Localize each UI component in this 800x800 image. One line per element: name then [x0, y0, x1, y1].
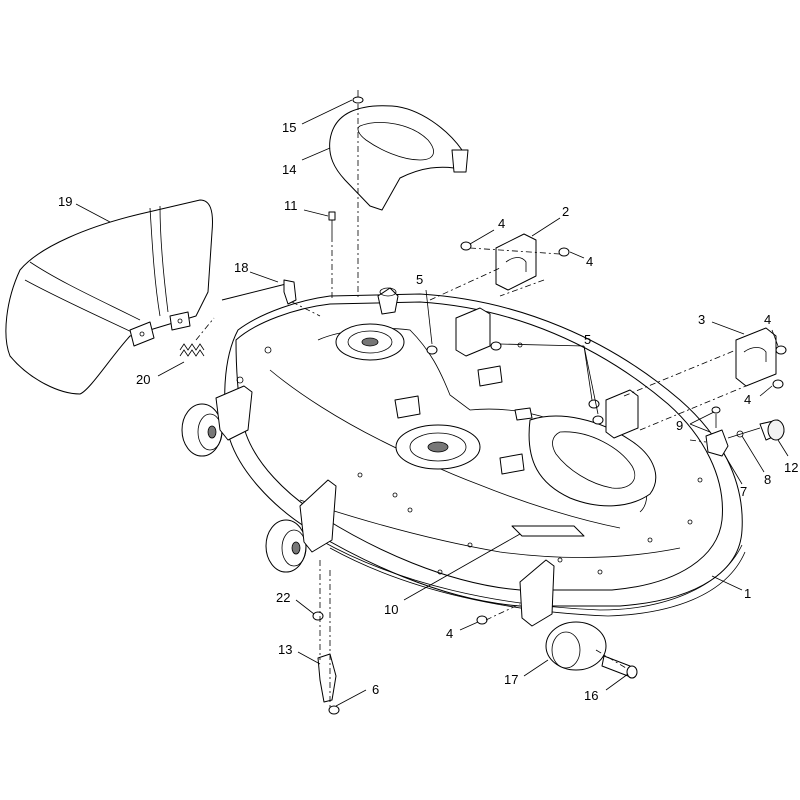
rear-caster-wheel: [181, 385, 253, 457]
hex-nuts-4: [460, 241, 787, 625]
callout-4d: 4: [744, 392, 751, 407]
wash-port-assembly: [705, 406, 785, 457]
clevis-pins-5: [426, 341, 604, 425]
callout-11: 11: [284, 198, 298, 213]
assembly-centerlines: [195, 104, 747, 708]
hex-nut-15: [352, 90, 364, 104]
callout-1: 1: [744, 586, 751, 601]
callout-17: 17: [504, 672, 518, 687]
discharge-chute: [5, 199, 213, 395]
callout-15: 15: [282, 120, 296, 135]
callout-4a: 4: [498, 216, 505, 231]
callout-14: 14: [282, 162, 296, 177]
callout-16: 16: [584, 688, 598, 703]
callout-2: 2: [562, 204, 569, 219]
callout-labels: 1 2 3 4 4 4 4 4 5 5 6 7 8 9 10 11 12 13 …: [58, 120, 798, 703]
callout-12: 12: [784, 460, 798, 475]
mower-deck-shell: [224, 287, 746, 617]
callout-leader-lines: [75, 99, 789, 707]
caster-arm-13: [317, 653, 337, 703]
callout-5b: 5: [584, 332, 591, 347]
callout-20: 20: [136, 372, 150, 387]
callout-5a: 5: [416, 272, 423, 287]
axle-bolt-16: [601, 655, 638, 679]
front-wheel-17: [519, 559, 607, 671]
callout-3: 3: [698, 312, 705, 327]
callout-6: 6: [372, 682, 379, 697]
mount-bracket-3: [605, 327, 777, 439]
callout-4b: 4: [586, 254, 593, 269]
torsion-spring: [179, 343, 205, 357]
callout-9: 9: [676, 418, 683, 433]
callout-4e: 4: [446, 626, 453, 641]
callout-8: 8: [764, 472, 771, 487]
belt-cover: [329, 105, 469, 211]
callout-7: 7: [740, 484, 747, 499]
mount-bracket-2: [455, 233, 537, 357]
front-caster-wheel: [265, 479, 337, 573]
nut-22: [312, 611, 324, 621]
callout-13: 13: [278, 642, 292, 657]
callout-22: 22: [276, 590, 290, 605]
chute-pivot-rod: [221, 279, 297, 305]
carriage-bolt-11: [328, 211, 336, 236]
callout-18: 18: [234, 260, 248, 275]
callout-10: 10: [384, 602, 398, 617]
callout-19: 19: [58, 194, 72, 209]
bolt-6: [328, 705, 340, 715]
callout-4c: 4: [764, 312, 771, 327]
